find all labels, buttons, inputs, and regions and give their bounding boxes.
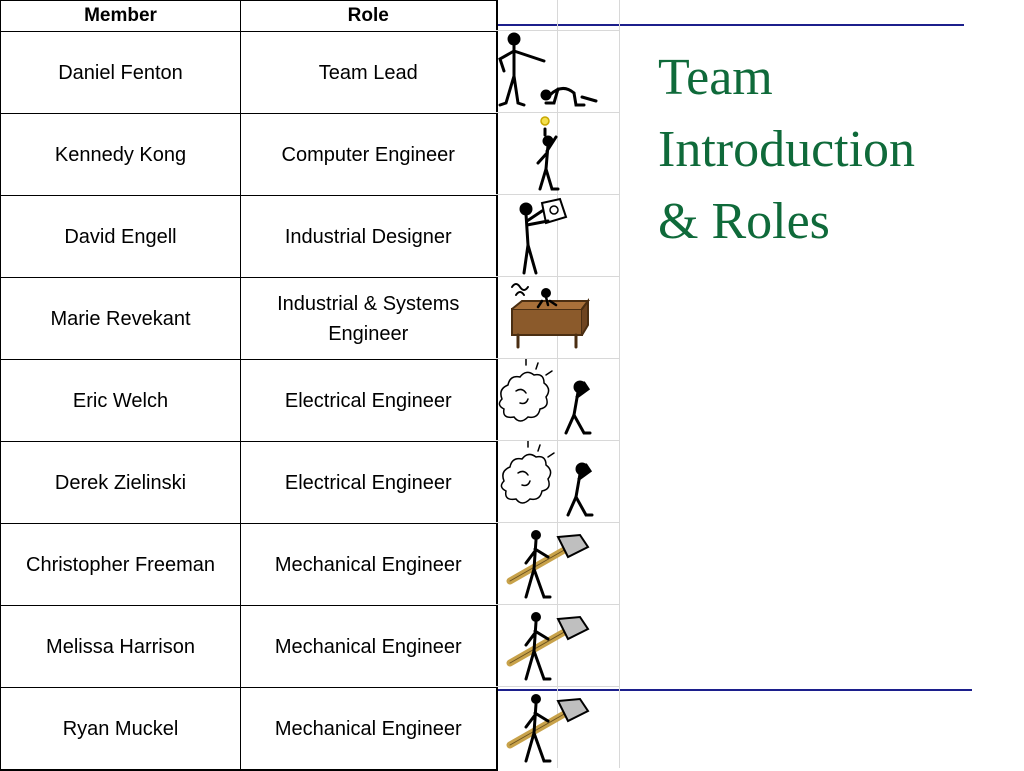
member-role: Electrical Engineer — [240, 359, 497, 442]
member-name: Kennedy Kong — [0, 113, 241, 196]
figure-carrying-hammer-clipart — [506, 694, 590, 763]
grid-line — [496, 440, 620, 441]
table-row: Derek Zielinski Electrical Engineer — [0, 441, 497, 524]
member-role: Industrial Designer — [240, 195, 497, 278]
table-row: David Engell Industrial Designer — [0, 195, 497, 278]
table-row: Ryan Muckel Mechanical Engineer — [0, 687, 497, 771]
member-role: Mechanical Engineer — [240, 687, 497, 771]
member-name: Christopher Freeman — [0, 523, 241, 606]
grid-line — [496, 194, 620, 195]
table-row: Kennedy Kong Computer Engineer — [0, 113, 497, 196]
grid-line — [496, 522, 620, 523]
member-role: Computer Engineer — [240, 113, 497, 196]
member-name: Melissa Harrison — [0, 605, 241, 688]
table-row: Daniel Fenton Team Lead — [0, 31, 497, 114]
slide-title-line: & Roles — [658, 193, 830, 250]
slide-title: Team Introduction & Roles — [658, 42, 998, 258]
grid-line — [496, 358, 620, 359]
member-name: Marie Revekant — [0, 277, 241, 360]
grid-line — [496, 276, 620, 277]
member-name: David Engell — [0, 195, 241, 278]
grid-line — [496, 30, 620, 31]
explosion-figure-clipart — [498, 359, 592, 435]
grid-line — [496, 604, 620, 605]
grid-line — [496, 112, 620, 113]
table-row: Melissa Harrison Mechanical Engineer — [0, 605, 497, 688]
member-role: Mechanical Engineer — [240, 605, 497, 688]
member-name: Daniel Fenton — [0, 31, 241, 114]
figure-carrying-hammer-clipart — [506, 612, 590, 681]
figure-carrying-hammer-clipart — [506, 530, 590, 599]
clipart-column — [496, 0, 620, 768]
pointing-figure-bowing-figure-clipart — [498, 32, 598, 107]
member-column-header: Member — [0, 0, 241, 32]
top-rule-line — [42, 24, 964, 26]
table-header-row: Member Role — [0, 0, 497, 32]
figure-at-desk-clipart — [511, 283, 590, 349]
figure-holding-sign-clipart — [519, 197, 568, 275]
member-name: Ryan Muckel — [0, 687, 241, 771]
grid-line — [496, 686, 620, 687]
lightbulb-idea-figure-clipart — [536, 116, 560, 191]
member-name: Derek Zielinski — [0, 441, 241, 524]
member-role: Mechanical Engineer — [240, 523, 497, 606]
member-role: Team Lead — [240, 31, 497, 114]
member-name: Eric Welch — [0, 359, 241, 442]
slide-title-line: Introduction — [658, 121, 916, 178]
grid-line — [619, 0, 620, 768]
table-row: Marie Revekant Industrial & Systems Engi… — [0, 277, 497, 360]
role-column-header: Role — [240, 0, 497, 32]
table-row: Eric Welch Electrical Engineer — [0, 359, 497, 442]
team-table: Member Role Daniel Fenton Team Lead Kenn… — [0, 0, 498, 771]
member-role: Industrial & Systems Engineer — [240, 277, 497, 360]
table-row: Christopher Freeman Mechanical Engineer — [0, 523, 497, 606]
slide-title-line: Team — [658, 49, 773, 106]
explosion-figure-clipart — [500, 441, 594, 517]
bottom-rule-line — [52, 689, 972, 691]
member-role: Electrical Engineer — [240, 441, 497, 524]
grid-line — [557, 0, 558, 768]
